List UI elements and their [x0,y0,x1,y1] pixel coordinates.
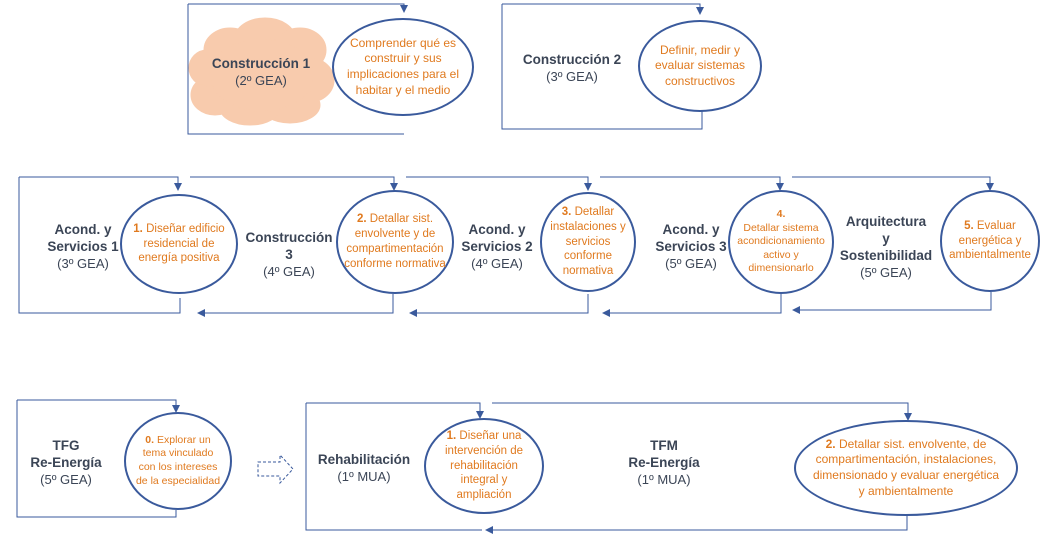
goal-arquitectura: 5. Evaluar energética y ambientalmente [940,190,1040,292]
label-year: (3º GEA) [546,68,598,84]
label-year: (1º MUA) [637,471,691,487]
cloud-shape [188,17,335,126]
goal-desc: Detallar sistema acondicionamiento activ… [737,221,825,275]
label-name-1: Arquitectura [845,214,927,229]
label-name-2: Servicios 2 [461,238,533,254]
goal-num: 2. [825,436,836,451]
frame-acond-1 [18,176,180,314]
label-name: Construcción 1 [211,56,311,71]
label-name-1: Acond. y [54,222,112,237]
goal-acond-2: 3. Detallar instalaciones y servicios co… [540,192,636,292]
goal-num: 3. [561,205,572,218]
goal-text: Comprender qué es construir y sus implic… [346,35,460,97]
label-year: (5º GEA) [40,471,92,487]
return-arrow-2 [409,294,589,317]
goal-desc: Detallar sist. envolvente, de compartime… [812,436,1000,498]
arrow-to-construccion-3 [190,176,398,191]
label-name-1: TFM [650,438,678,453]
arrow-to-acond-2 [406,176,592,191]
frame-construccion-2 [501,3,702,130]
goal-rehabilitacion: 1. Diseñar una intervención de rehabilit… [424,418,544,514]
goal-num: 2. [356,213,367,226]
goal-acond-1: 1. Diseñar edificio residencial de energ… [120,194,238,294]
dashed-arrow [257,453,294,485]
label-name: Rehabilitación [317,452,411,467]
goal-desc: Evaluar energética y ambientalmente [949,219,1031,262]
goal-desc: Explorar un tema vinculado con los inter… [135,433,221,487]
label-name-1: Construcción [245,230,333,245]
return-arrow-tfm [485,515,908,534]
label-name-2: Re-Energía [30,454,102,470]
goal-construccion-3: 2. Detallar sist. envolvente y de compar… [336,190,454,294]
label-acond-2: Acond. y Servicios 2 (4º GEA) [452,222,542,272]
goal-num: 5. [964,219,974,232]
label-name-2: Servicios 3 [655,238,727,254]
label-acond-3: Acond. y Servicios 3 (5º GEA) [646,222,736,272]
arrow-to-arquitectura [792,176,994,191]
label-year: (4º GEA) [263,263,315,279]
goal-construccion-2: Definir, medir y evaluar sistemas constr… [638,20,762,112]
return-arrow-3 [602,294,782,317]
goal-tfm: 2. Detallar sist. envolvente, de compart… [794,420,1018,516]
label-construccion-3: Construcción 3 (4º GEA) [240,230,338,280]
label-name-2: Servicios 1 [47,238,119,254]
label-name-1: TFG [52,438,80,453]
goal-num: 4. [776,207,786,220]
goal-text: Definir, medir y evaluar sistemas constr… [654,42,746,88]
goal-desc: Diseñar edificio residencial de energía … [138,222,225,265]
label-name-2: y [882,230,890,246]
label-tfm: TFM Re-Energía (1º MUA) [612,438,716,488]
label-name-2: 3 [285,246,293,262]
goal-text: 1. Diseñar edificio residencial de energ… [128,222,230,267]
label-construccion-1: Construcción 1 (2º GEA) [196,56,326,89]
goal-desc: Diseñar una intervención de rehabilitaci… [445,429,523,502]
label-acond-1: Acond. y Servicios 1 (3º GEA) [42,222,124,272]
return-arrow-4 [792,292,992,314]
goal-construccion-1: Comprender qué es construir y sus implic… [332,18,474,116]
goal-text: 4.Detallar sistema acondicionamiento act… [737,208,825,276]
return-arrow-1 [197,294,394,317]
label-construccion-2: Construcción 2 (3º GEA) [510,52,634,85]
goal-num: 0. [145,433,155,446]
label-arquitectura: Arquitectura y Sostenibilidad (5º GEA) [834,214,938,281]
frame-rehab [305,402,482,531]
label-tfg: TFG Re-Energía (5º GEA) [26,438,106,488]
label-name-1: Acond. y [468,222,526,237]
arrow-to-acond-3 [600,176,784,191]
goal-text: 0. Explorar un tema vinculado con los in… [134,434,222,489]
frame-construccion-1 [187,3,404,135]
label-name-2: Re-Energía [628,454,700,470]
goal-num: 1. [133,222,143,235]
goal-text: 3. Detallar instalaciones y servicios co… [548,205,628,280]
label-rehabilitacion: Rehabilitación (1º MUA) [310,452,418,485]
goal-desc: Detallar sist. envolvente y de compartim… [344,213,446,270]
goal-tfg: 0. Explorar un tema vinculado con los in… [124,412,232,510]
label-year: (2º GEA) [235,72,287,88]
goal-text: 2. Detallar sist. envolvente, de compart… [810,437,1002,499]
label-year: (1º MUA) [337,468,391,484]
arrow-to-tfm [492,402,912,421]
goal-acond-3: 4.Detallar sistema acondicionamiento act… [728,190,834,294]
goal-num: 1. [446,429,457,442]
goal-text: 1. Diseñar una intervención de rehabilit… [436,429,532,504]
label-year: (3º GEA) [57,255,109,271]
label-name-1: Acond. y [662,222,720,237]
label-year: (4º GEA) [471,255,523,271]
label-year: (5º GEA) [860,264,912,280]
label-name: Construcción 2 [522,52,622,67]
goal-text: 2. Detallar sist. envolvente y de compar… [344,212,446,272]
frame-tfg [16,399,176,518]
goal-text: 5. Evaluar energética y ambientalmente [948,219,1032,264]
label-name-3: Sostenibilidad [839,247,933,263]
goal-desc: Detallar instalaciones y servicios confo… [550,205,626,278]
label-year: (5º GEA) [665,255,717,271]
